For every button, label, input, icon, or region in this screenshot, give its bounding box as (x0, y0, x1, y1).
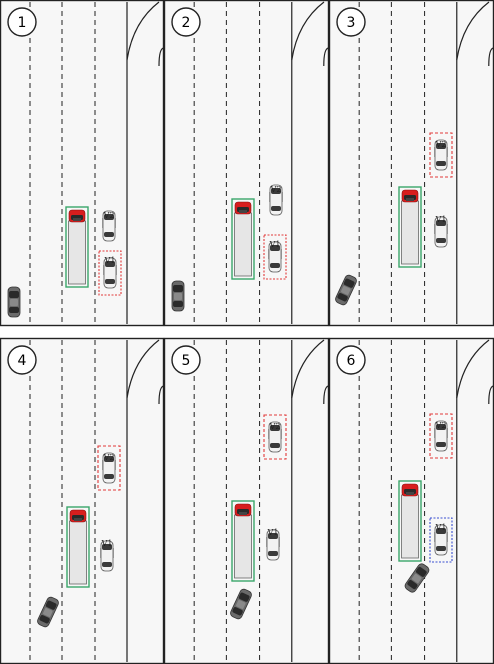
vehicle-v2-label: V2 (270, 185, 282, 194)
merging-vehicle (171, 280, 185, 312)
ramp-curve (456, 1, 490, 61)
panel-number: 4 (18, 353, 27, 369)
v2-highlight-box (263, 414, 287, 460)
vehicle-v1-label: V1 (267, 528, 279, 537)
panel-number: 1 (18, 15, 27, 31)
v1-highlight-box (98, 250, 122, 296)
panel-frame (0, 337, 165, 664)
ego-truck (401, 189, 419, 265)
truck-highlight-box (231, 500, 255, 582)
v2-highlight-box (97, 445, 121, 491)
vehicle-v1-label: V1 (101, 539, 113, 548)
ramp-curve (126, 1, 160, 61)
vehicle-v2-label: V2 (103, 211, 115, 220)
vehicle-v2-label: V2 (435, 421, 447, 430)
truck-highlight-box (398, 480, 422, 562)
truck-highlight-box (231, 198, 255, 280)
ramp-edge (323, 47, 330, 324)
v1-highlight-box (429, 517, 453, 563)
vehicle-v1-label: V1 (269, 240, 281, 249)
vehicle-v1-label: V1 (435, 215, 447, 224)
vehicle-v2-label: V2 (269, 422, 281, 431)
ego-truck (234, 503, 252, 579)
panel-number-badge (171, 345, 201, 375)
panel-frame (328, 0, 494, 327)
panel-number-badge (7, 7, 37, 37)
panel-number: 2 (182, 15, 191, 31)
ramp-curve (291, 1, 325, 61)
ramp-curve (456, 339, 490, 399)
truck-highlight-box (66, 506, 90, 588)
vehicle-v1-label: V1 (435, 523, 447, 532)
ego-truck (68, 209, 86, 285)
truck-highlight-box (65, 206, 89, 288)
vehicle-v2-label: V2 (103, 453, 115, 462)
vehicle-v2-label: V2 (435, 140, 447, 149)
v2-highlight-box (429, 413, 453, 459)
panel-number: 3 (347, 15, 356, 31)
truck-highlight-box (398, 186, 422, 268)
v2-highlight-box (429, 132, 453, 178)
ramp-curve (126, 339, 160, 399)
merging-vehicle (7, 286, 21, 318)
vehicle-v1-label: V1 (104, 256, 116, 265)
ego-truck (401, 483, 419, 559)
panel-number: 5 (182, 353, 191, 369)
panel-number-badge (7, 345, 37, 375)
ego-truck (69, 509, 87, 585)
panel-number-badge (336, 345, 366, 375)
v1-highlight-box (263, 234, 287, 280)
panel-number: 6 (347, 353, 356, 369)
ramp-edge (323, 385, 330, 662)
panel-number-badge (336, 7, 366, 37)
panel-frame (163, 0, 330, 327)
panel-number-badge (171, 7, 201, 37)
ego-truck (234, 201, 252, 277)
ramp-curve (291, 339, 325, 399)
